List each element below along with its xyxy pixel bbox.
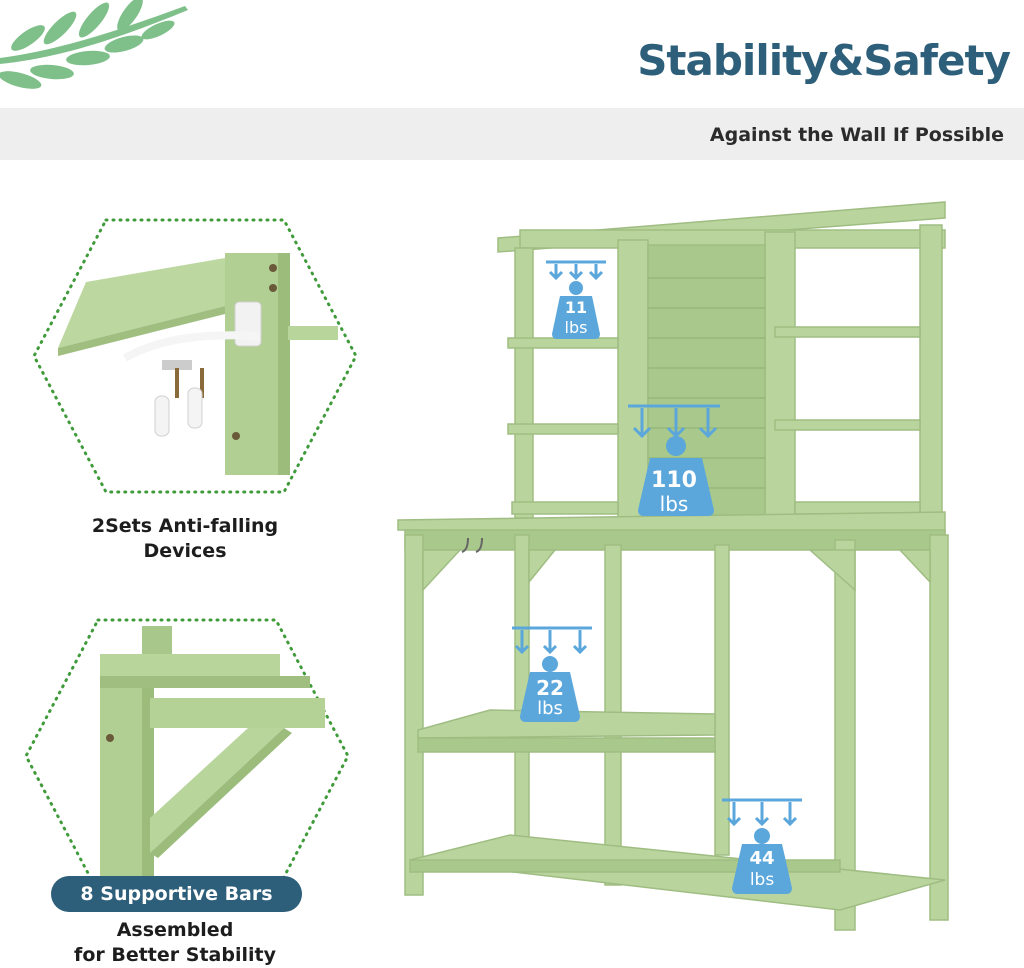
weight-indicator-11: 11 lbs	[544, 256, 636, 342]
weight-unit: lbs	[537, 698, 563, 719]
subtitle-band	[0, 108, 1024, 160]
weight-unit: lbs	[659, 492, 689, 516]
weight-icon	[628, 404, 720, 516]
weight-icon	[512, 626, 592, 722]
weight-value: 11	[564, 298, 588, 317]
leaf-icon	[0, 0, 188, 89]
weight-icon	[722, 798, 802, 894]
caption-stability-line1: Assembled	[116, 919, 234, 941]
down-arrow-icon	[632, 408, 718, 439]
weight-value: 110	[651, 468, 697, 493]
page-title: Stability&Safety	[637, 36, 1011, 85]
weight-value: 22	[536, 676, 564, 700]
down-arrow-icon	[548, 264, 604, 281]
supportive-bars-badge: 8 Supportive Bars	[51, 876, 302, 912]
caption-stability-line2: for Better Stability	[74, 944, 276, 966]
down-arrow-icon	[514, 630, 588, 655]
weight-unit: lbs	[564, 318, 588, 337]
down-arrow-icon	[726, 802, 798, 827]
caption-stability: Assembled for Better Stability	[30, 918, 320, 968]
weight-icon	[546, 260, 606, 339]
caption-anti-falling-line2: Devices	[143, 540, 227, 562]
subtitle: Against the Wall If Possible	[709, 124, 1004, 146]
anti-falling-device-detail	[32, 218, 358, 494]
weight-indicator-22: 22 lbs	[512, 624, 604, 724]
caption-anti-falling-line1: 2Sets Anti-falling	[91, 515, 279, 537]
weight-indicator-110: 110 lbs	[628, 402, 720, 520]
potting-bench-image	[397, 201, 949, 931]
weight-value: 44	[749, 848, 775, 869]
weight-indicator-44: 44 lbs	[722, 796, 814, 896]
weight-unit: lbs	[749, 870, 775, 890]
caption-anti-falling: 2Sets Anti-falling Devices	[40, 514, 330, 564]
supportive-bars-detail	[24, 618, 350, 894]
